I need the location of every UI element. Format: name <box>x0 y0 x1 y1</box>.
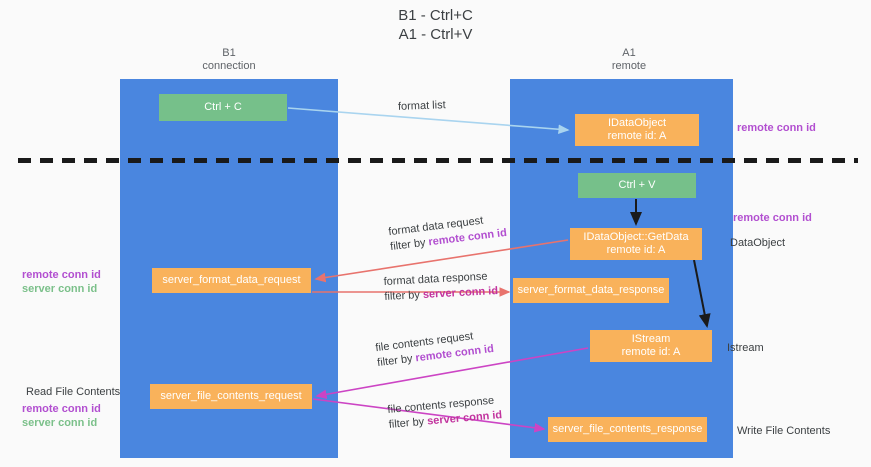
annotation-right-dataobject: DataObject <box>730 237 786 249</box>
annotation-right-remote-conn-id-mid: remote conn id <box>733 212 812 224</box>
annotation-right-write-file-contents: Write File Contents <box>737 425 831 437</box>
node-idataobject-label: IDataObject <box>607 117 667 129</box>
node-idataobject[interactable]: IDataObject remote id: A <box>575 114 699 146</box>
swimlane-header-b1: B1 connection <box>139 47 319 73</box>
node-getdata-sublabel: remote id: A <box>606 244 666 256</box>
annotation-left-file-remote-conn-id: remote conn id <box>22 403 101 415</box>
annotation-left-remote-conn-id: remote conn id <box>22 269 101 281</box>
node-server-format-data-response[interactable]: server_format_data_response <box>513 278 669 303</box>
node-server-file-contents-response-label: server_file_contents_response <box>552 423 703 435</box>
annotation-read-file-contents: Read File Contents <box>26 386 121 398</box>
annotation-left-file-server-conn-id: server conn id <box>22 417 98 429</box>
node-idataobject-sublabel: remote id: A <box>607 130 667 142</box>
annotation-right-istream: Istream <box>727 342 764 354</box>
node-server-file-contents-response[interactable]: server_file_contents_response <box>548 417 707 442</box>
edge-label-format-list: format list <box>398 98 446 115</box>
node-server-format-data-request-label: server_format_data_request <box>162 274 301 286</box>
swimlane-a1-name: A1 <box>622 47 636 59</box>
node-idataobject-getdata[interactable]: IDataObject::GetData remote id: A <box>570 228 702 260</box>
node-server-file-contents-request[interactable]: server_file_contents_request <box>150 384 312 409</box>
node-ctrl-c[interactable]: Ctrl + C <box>159 94 287 121</box>
node-server-format-data-request[interactable]: server_format_data_request <box>152 268 311 293</box>
swimlane-header-a1: A1 remote <box>539 47 719 73</box>
title-line-1: B1 - Ctrl+C <box>398 7 473 24</box>
node-ctrl-c-label: Ctrl + C <box>204 101 242 113</box>
node-server-format-data-response-label: server_format_data_response <box>517 284 665 296</box>
annotation-left-file-conn-ids: remote conn id server conn id <box>22 402 101 430</box>
filter-key-server-conn-id: server conn id <box>422 285 499 301</box>
filter-prefix: filter by <box>384 288 424 303</box>
filter-prefix: filter by <box>388 415 428 431</box>
node-ctrl-v-label: Ctrl + V <box>618 179 656 191</box>
node-ctrl-v[interactable]: Ctrl + V <box>578 173 696 198</box>
edge-label-format-data-request: format data request filter by remote con… <box>388 211 508 255</box>
node-istream[interactable]: IStream remote id: A <box>590 330 712 362</box>
diagram-title: B1 - Ctrl+C A1 - Ctrl+V <box>0 6 871 44</box>
swimlane-b1-subtitle: connection <box>202 60 256 72</box>
annotation-right-remote-conn-id-top: remote conn id <box>737 122 816 134</box>
annotation-left-server-conn-id: server conn id <box>22 283 98 295</box>
edge-label-file-contents-request: file contents request filter by remote c… <box>375 327 495 371</box>
swimlane-b1-name: B1 <box>222 47 236 59</box>
node-getdata-label: IDataObject::GetData <box>583 231 689 243</box>
filter-prefix: filter by <box>376 352 417 370</box>
swimlane-a1-subtitle: remote <box>611 60 647 72</box>
node-istream-label: IStream <box>631 333 671 345</box>
edge-label-format-data-response: format data response filter by server co… <box>383 269 498 305</box>
filter-prefix: filter by <box>389 236 430 254</box>
node-server-file-contents-request-label: server_file_contents_request <box>160 390 302 402</box>
node-istream-sublabel: remote id: A <box>621 346 681 358</box>
annotation-left-conn-ids: remote conn id server conn id <box>22 268 101 296</box>
title-line-2: A1 - Ctrl+V <box>398 26 473 43</box>
phase-divider <box>18 158 858 163</box>
edge-label-format-list-text: format list <box>397 99 446 113</box>
edge-label-file-contents-response: file contents response filter by server … <box>387 393 503 433</box>
